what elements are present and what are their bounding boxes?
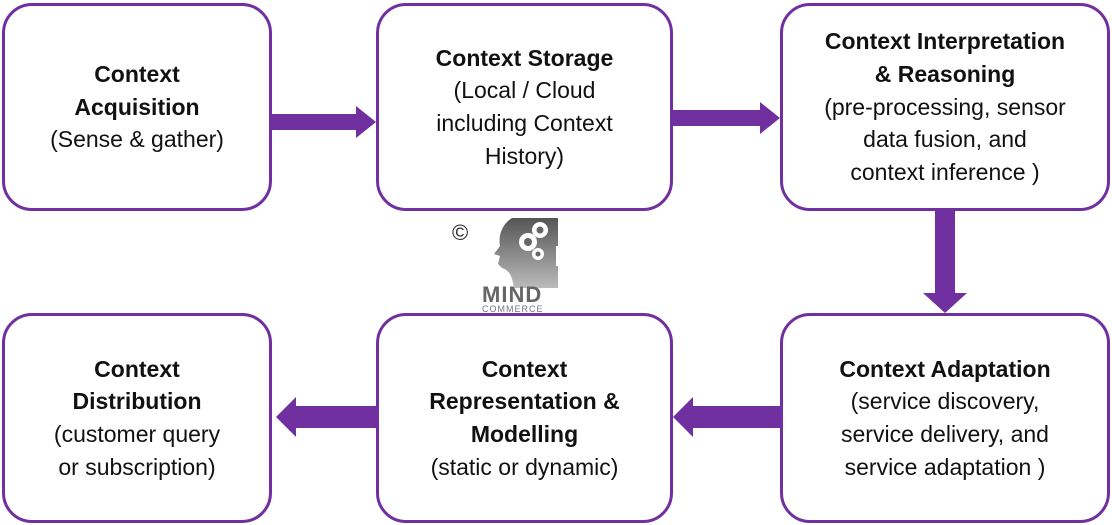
arrow-adaptation-to-representation [673, 397, 780, 437]
node-title-line: Context [481, 355, 568, 382]
node-context-interpretation-reasoning: Context Interpretation & Reasoning (pre-… [780, 3, 1110, 211]
node-title-line: Distribution [72, 388, 202, 415]
arrow-representation-to-distribution [276, 397, 376, 437]
node-subtitle-line: (service discovery, [850, 388, 1040, 415]
node-subtitle-line: (Local / Cloud [453, 77, 596, 104]
node-subtitle-line: or subscription) [58, 453, 216, 480]
node-context-distribution: Context Distribution (customer query or … [2, 313, 272, 523]
node-subtitle-line: context inference ) [850, 158, 1040, 185]
node-title-line: Context [94, 61, 180, 88]
node-title-line: & Reasoning [874, 61, 1016, 88]
node-title-line: Representation & [429, 388, 620, 415]
node-subtitle-line: service adaptation ) [844, 453, 1046, 480]
node-title-line: Acquisition [74, 93, 200, 120]
head-with-gears-icon [486, 218, 562, 288]
node-subtitle-line: History) [484, 142, 565, 169]
arrow-interpretation-to-adaptation [923, 211, 967, 313]
node-context-adaptation: Context Adaptation (service discovery, s… [780, 313, 1110, 523]
arrow-acquisition-to-storage [272, 106, 376, 138]
node-context-acquisition: Context Acquisition (Sense & gather) [2, 3, 272, 211]
node-title-line: Context Interpretation [824, 28, 1066, 55]
node-subtitle-line: data fusion, and [863, 126, 1027, 153]
node-subtitle-line: (static or dynamic) [430, 453, 619, 480]
node-subtitle-line: (pre-processing, sensor [824, 93, 1066, 120]
brand-subtitle: COMMERCE [482, 304, 544, 314]
node-subtitle-line: (Sense & gather) [50, 126, 224, 153]
node-context-representation-modelling: Context Representation & Modelling (stat… [376, 313, 673, 523]
arrow-storage-to-interpretation [673, 102, 780, 134]
node-context-storage: Context Storage (Local / Cloud including… [376, 3, 673, 211]
brand-name: MIND [482, 282, 543, 307]
node-title-line: Context [94, 355, 180, 382]
node-subtitle-line: including Context [436, 110, 613, 136]
node-title-line: Context Storage [435, 44, 614, 71]
node-subtitle-line: service delivery, and [841, 421, 1049, 447]
node-title-line: Context Adaptation [839, 355, 1051, 382]
node-title-line: Modelling [470, 421, 579, 447]
copyright-symbol: © [452, 220, 469, 245]
node-subtitle-line: (customer query [53, 421, 221, 447]
mind-commerce-watermark: © MIND COMMERCE [452, 216, 562, 316]
